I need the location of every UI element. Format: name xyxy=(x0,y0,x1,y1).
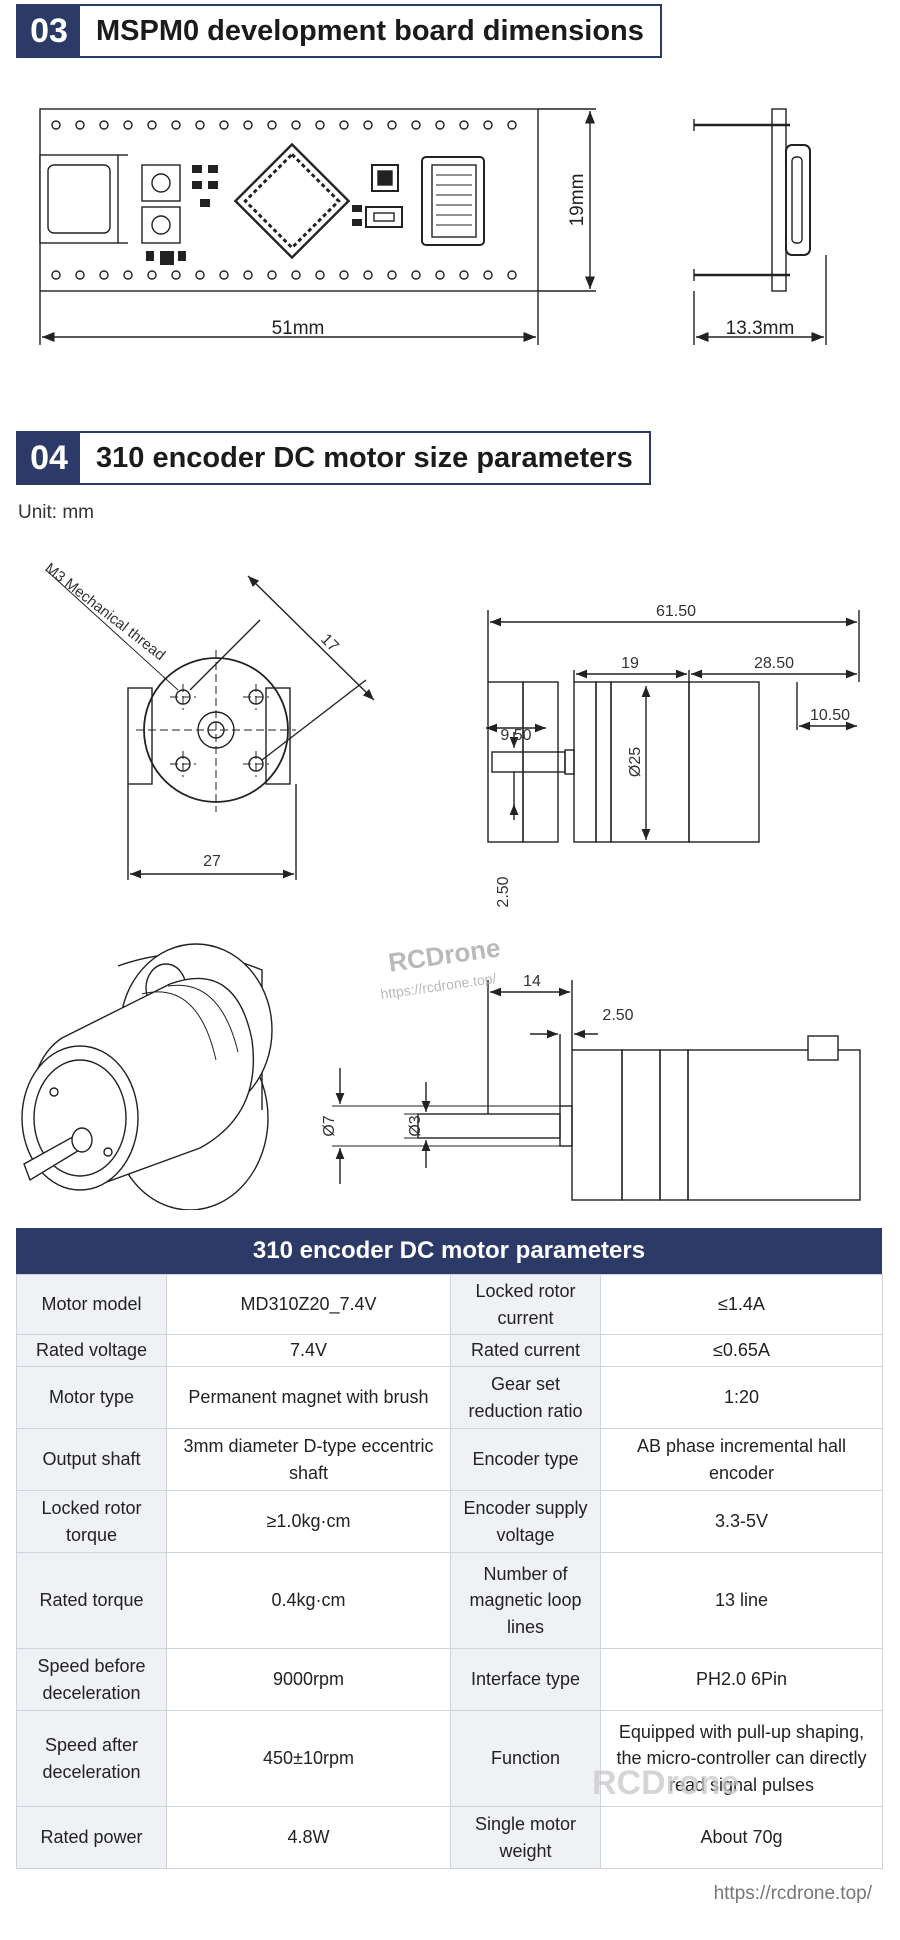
param-value: 13 line xyxy=(600,1552,883,1649)
table-row: Locked rotor torque ≥1.0kg·cm Encoder su… xyxy=(16,1490,883,1553)
param-value: 1:20 xyxy=(600,1366,883,1429)
param-label: Locked rotor torque xyxy=(16,1490,167,1553)
section-04-title: 310 encoder DC motor size parameters xyxy=(96,441,633,474)
dim-3-label: Ø3 xyxy=(407,1115,424,1136)
table-row: Rated voltage 7.4V Rated current ≤0.65A xyxy=(16,1334,883,1367)
param-label: Speed after deceleration xyxy=(16,1710,167,1807)
param-label: Function xyxy=(450,1710,601,1807)
param-value: Equipped with pull-up shaping, the micro… xyxy=(600,1710,883,1807)
param-label: Encoder type xyxy=(450,1428,601,1491)
parameters-table: Motor model MD310Z20_7.4V Locked rotor c… xyxy=(16,1274,883,1869)
unit-label: Unit: mm xyxy=(18,502,94,523)
table-title: 310 encoder DC motor parameters xyxy=(16,1228,882,1274)
param-label: Output shaft xyxy=(16,1428,167,1491)
param-label: Rated current xyxy=(450,1334,601,1367)
table-row: Motor type Permanent magnet with brush G… xyxy=(16,1366,883,1429)
dim-19-label: 19 xyxy=(621,655,639,672)
param-label: Speed before deceleration xyxy=(16,1648,167,1711)
table-row: Speed before deceleration 9000rpm Interf… xyxy=(16,1648,883,1711)
param-value: AB phase incremental hall encoder xyxy=(600,1428,883,1491)
dim-27-label: 27 xyxy=(203,853,221,870)
dim-9-50-label: 9.50 xyxy=(500,727,531,744)
motor-parameters-table: 310 encoder DC motor parameters Motor mo… xyxy=(16,1228,883,1869)
table-row: Motor model MD310Z20_7.4V Locked rotor c… xyxy=(16,1274,883,1335)
param-label: Gear set reduction ratio xyxy=(450,1366,601,1429)
param-value: Permanent magnet with brush xyxy=(166,1366,451,1429)
param-label: Encoder supply voltage xyxy=(450,1490,601,1553)
dev-board-width-label: 51mm xyxy=(272,318,325,339)
param-value: ≥1.0kg·cm xyxy=(166,1490,451,1553)
dim-14-label: 14 xyxy=(523,973,541,990)
table-row: Speed after deceleration 450±10rpm Funct… xyxy=(16,1710,883,1807)
motor-drawings: M3 Mechanical thread 17 27 61.50 19 28.5… xyxy=(21,560,861,1210)
dev-board-side-label: 13.3mm xyxy=(726,318,795,339)
param-label: Locked rotor current xyxy=(450,1274,601,1335)
dim-28-50-label: 28.50 xyxy=(754,655,794,672)
dim-10-50-label: 10.50 xyxy=(810,707,850,724)
param-value: 4.8W xyxy=(166,1806,451,1869)
dim-2-50-label: 2.50 xyxy=(495,876,512,907)
param-value: ≤1.4A xyxy=(600,1274,883,1335)
table-watermark-brand: RCDrone xyxy=(592,1764,740,1802)
table-row: Rated torque 0.4kg·cm Number of magnetic… xyxy=(16,1552,883,1649)
footer-url: https://rcdrone.top/ xyxy=(713,1883,872,1904)
param-label: Rated torque xyxy=(16,1552,167,1649)
param-value: ≤0.65A xyxy=(600,1334,883,1367)
thread-label: M3 Mechanical thread xyxy=(42,560,169,664)
dev-board-height-label: 19mm xyxy=(567,174,588,227)
param-value: 3.3-5V xyxy=(600,1490,883,1553)
param-value: 7.4V xyxy=(166,1334,451,1367)
dim-61-50-label: 61.50 xyxy=(656,603,696,620)
param-label: Interface type xyxy=(450,1648,601,1711)
param-label: Number of magnetic loop lines xyxy=(450,1552,601,1649)
dev-board-drawing: 51mm 19mm 13.3mm xyxy=(39,108,827,345)
param-label: Motor model xyxy=(16,1274,167,1335)
section-03-title: MSPM0 development board dimensions xyxy=(96,14,644,47)
dim-17-label: 17 xyxy=(317,631,342,656)
param-value: PH2.0 6Pin xyxy=(600,1648,883,1711)
table-row: Output shaft 3mm diameter D-type eccentr… xyxy=(16,1428,883,1491)
section-04-header: 04 310 encoder DC motor size parameters xyxy=(16,431,651,485)
param-label: Single motor weight xyxy=(450,1806,601,1869)
param-value: MD310Z20_7.4V xyxy=(166,1274,451,1335)
dim-7-label: Ø7 xyxy=(321,1115,338,1136)
dim-25-label: Ø25 xyxy=(627,747,644,777)
param-value: 9000rpm xyxy=(166,1648,451,1711)
table-row: Rated power 4.8W Single motor weight Abo… xyxy=(16,1806,883,1869)
section-03-header: 03 MSPM0 development board dimensions xyxy=(16,4,662,58)
section-03-number: 03 xyxy=(18,6,80,56)
param-label: Motor type xyxy=(16,1366,167,1429)
param-value: 3mm diameter D-type eccentric shaft xyxy=(166,1428,451,1491)
dim-2-50-bottom-label: 2.50 xyxy=(602,1007,633,1024)
section-04-number: 04 xyxy=(18,433,80,483)
param-value: About 70g xyxy=(600,1806,883,1869)
param-label: Rated power xyxy=(16,1806,167,1869)
param-label: Rated voltage xyxy=(16,1334,167,1367)
param-value: 450±10rpm xyxy=(166,1710,451,1807)
param-value: 0.4kg·cm xyxy=(166,1552,451,1649)
